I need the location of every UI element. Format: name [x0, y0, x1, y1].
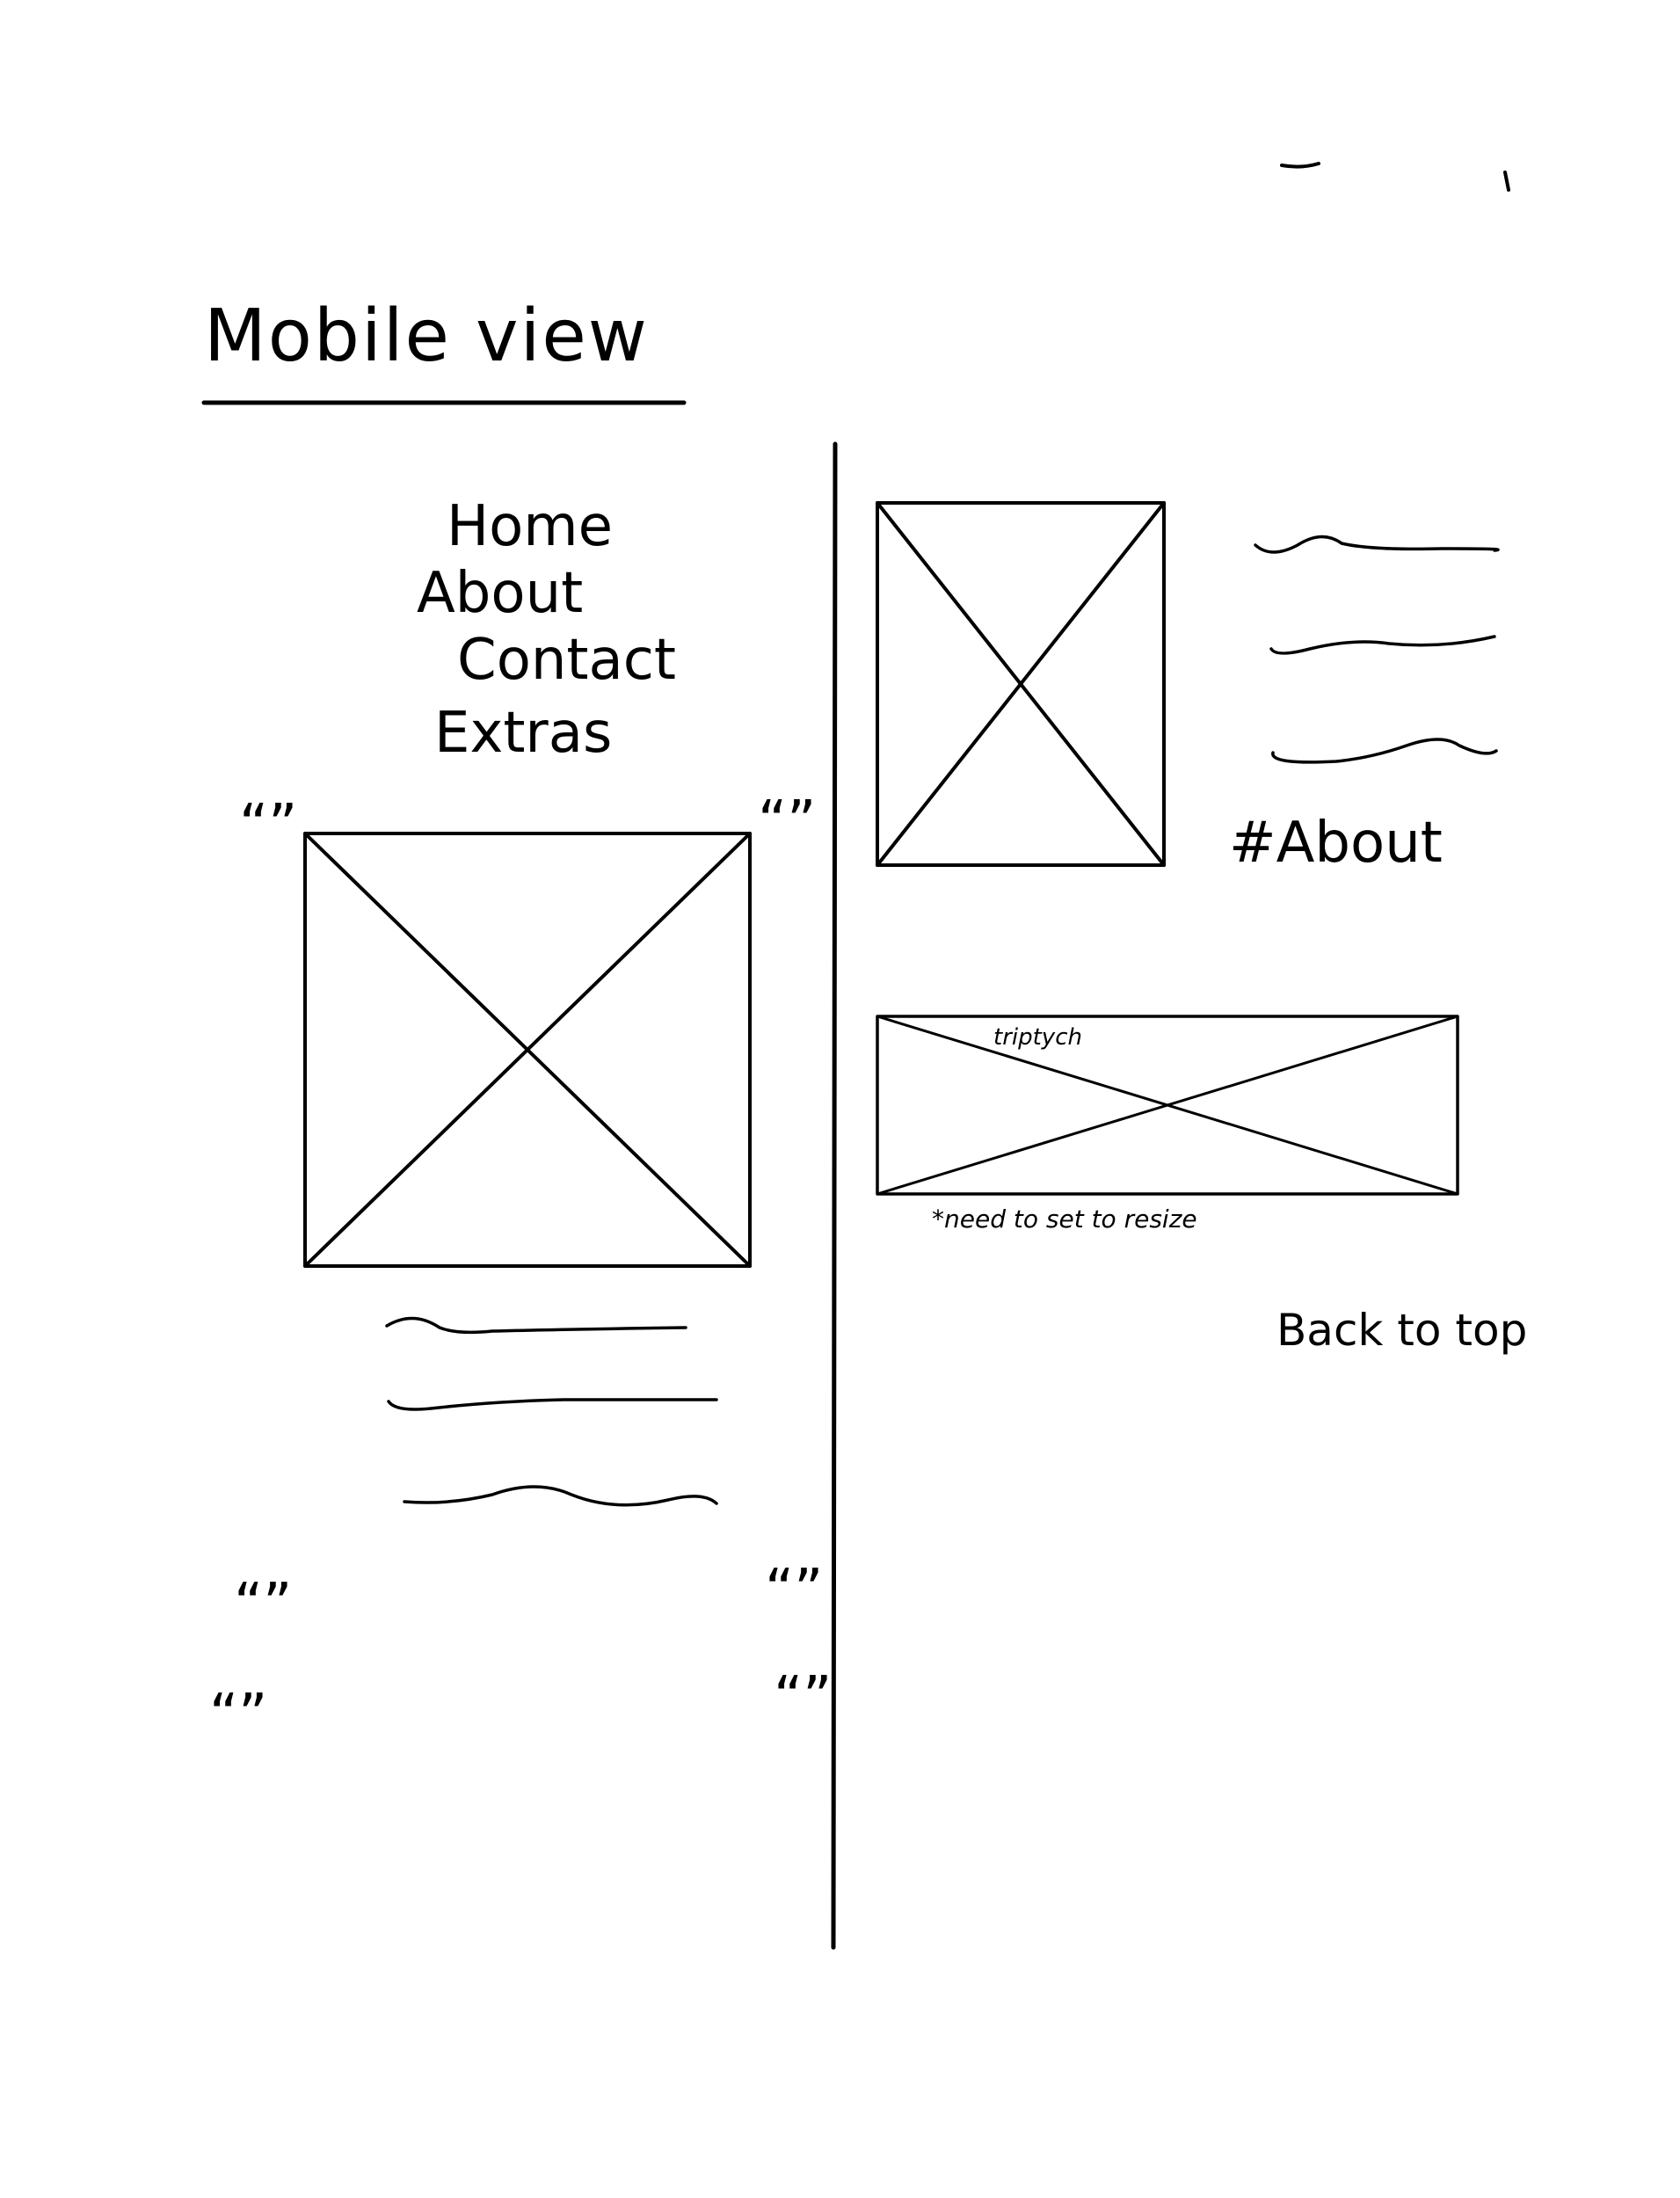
- resize-note: *need to set to resize: [932, 1205, 1197, 1234]
- stray-mark: [1503, 171, 1510, 192]
- nav-item-contact[interactable]: Contact: [457, 628, 676, 693]
- quote-mark: “”: [758, 790, 816, 855]
- page-title: Mobile view: [204, 295, 649, 378]
- triptych-gallery-placeholder: [876, 1015, 1459, 1196]
- stray-mark: [1280, 162, 1320, 169]
- quote-mark: “”: [774, 1665, 832, 1730]
- back-to-top-link[interactable]: Back to top: [1276, 1305, 1527, 1356]
- nav-item-extras[interactable]: Extras: [434, 701, 612, 766]
- quote-mark: “”: [765, 1558, 823, 1623]
- quote-mark: “”: [234, 1572, 292, 1637]
- column-divider: [831, 441, 838, 1950]
- triptych-label: triptych: [993, 1024, 1082, 1051]
- about-text-lines: [1254, 535, 1500, 764]
- nav-item-about[interactable]: About: [417, 561, 583, 626]
- quote-mark: “”: [239, 793, 297, 858]
- hero-text-lines: [385, 1316, 718, 1507]
- nav-item-home[interactable]: Home: [447, 494, 613, 559]
- hero-image-placeholder: [303, 832, 752, 1268]
- quote-mark: “”: [209, 1683, 267, 1748]
- mobile-nav-menu: Home About Contact Extras: [417, 494, 676, 766]
- about-anchor-heading: #About: [1229, 811, 1443, 876]
- about-image-placeholder: [876, 501, 1166, 867]
